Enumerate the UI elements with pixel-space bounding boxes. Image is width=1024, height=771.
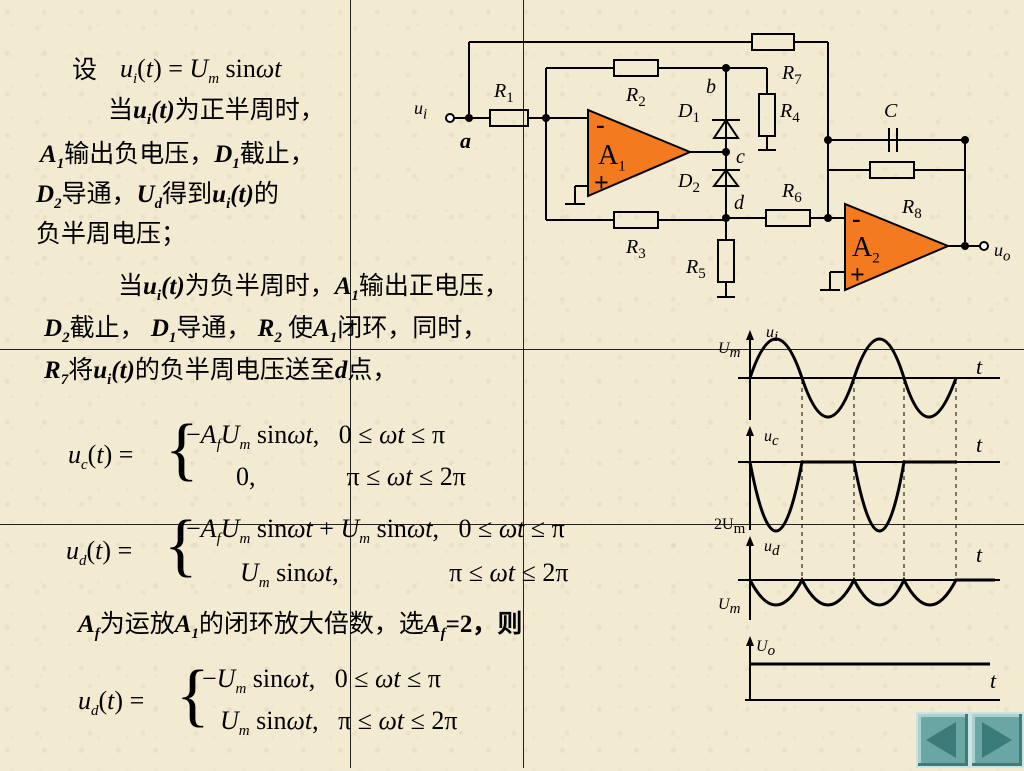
diode-d1 <box>712 118 740 139</box>
equation-uc-row1: −AfUm sinωt, 0 ≤ ωt ≤ π <box>186 420 446 454</box>
equation-ud2-brace: { <box>176 657 210 734</box>
label-ui: ui <box>414 98 428 123</box>
wave-label-uc: uc <box>764 428 779 450</box>
equation-ui: ui(t) = Um sinωt <box>120 54 282 88</box>
equation-uc-row2: 0, π ≤ ωt ≤ 2π <box>236 462 466 491</box>
label-node-c: c <box>736 146 745 168</box>
equation-ud2-row1: −Um sinωt, 0 ≤ ωt ≤ π <box>202 664 442 698</box>
equation-ud-row2: Um sinωt, π ≤ ωt ≤ 2π <box>240 558 569 592</box>
guide-vertical-2 <box>523 0 524 768</box>
label-uo: uo <box>994 240 1011 265</box>
label-node-b: b <box>706 76 716 98</box>
label-a2-plus: + <box>850 260 865 289</box>
label-capacitor-c: C <box>884 100 898 122</box>
guide-vertical-1 <box>350 0 351 768</box>
output-terminal <box>979 241 989 251</box>
equation-ud2-row2: Um sinωt, π ≤ ωt ≤ 2π <box>220 706 458 740</box>
label-r2: R2 <box>626 84 646 110</box>
equation-ud2-lhs: ud(t) = <box>78 686 145 720</box>
wave-label-t2: t <box>976 432 983 457</box>
text-line-3: A1输出负电压，D1截止， <box>40 141 315 172</box>
label-d2: D2 <box>678 170 700 196</box>
wave-label-um3: Um <box>718 596 741 618</box>
text-line-8: R7将ui(t)的负半周电压送至d点， <box>44 357 398 388</box>
wave-label-t1: t <box>976 354 983 379</box>
label-r4: R4 <box>780 100 800 126</box>
next-slide-button[interactable] <box>970 712 1024 768</box>
label-a1-minus: - <box>596 110 605 139</box>
label-node-a: a <box>460 128 471 153</box>
label-r7: R7 <box>782 62 802 88</box>
equation-ud-lhs: ud(t) = <box>66 536 133 570</box>
label-a1-plus: + <box>594 168 609 197</box>
text-line-5: 负半周电压； <box>36 221 187 248</box>
equation-ud-row1: −AfUm sinωt + Um sinωt, 0 ≤ ωt ≤ π <box>186 514 565 548</box>
left-arrow-icon <box>926 722 956 758</box>
waveform-ui <box>748 337 958 419</box>
wave-label-uo: Uo <box>756 638 776 660</box>
opamp-a1 <box>587 108 693 198</box>
label-r8: R8 <box>902 196 922 222</box>
label-d1: D1 <box>678 100 700 126</box>
wave-label-um1: Um <box>718 340 741 362</box>
guide-horizontal-1 <box>0 349 1024 350</box>
label-node-d: d <box>734 192 744 214</box>
waveform-uc <box>748 460 956 533</box>
wave-label-ui: ui <box>766 324 779 346</box>
opamp-a2 <box>844 202 951 292</box>
guide-horizontal-2 <box>0 524 1024 525</box>
equation-ud-brace: { <box>164 507 198 584</box>
label-r1: R1 <box>494 80 514 106</box>
wave-label-t4: t <box>990 668 997 693</box>
label-a2: A2 <box>852 232 880 267</box>
label-a2-minus: - <box>852 204 861 233</box>
label-a1: A1 <box>598 140 626 175</box>
intro-line: 设 <box>72 57 98 84</box>
text-line-6: 当ui(t)为负半周时，A1输出正电压， <box>118 273 509 304</box>
label-r3: R3 <box>626 236 646 262</box>
wave-label-ud: ud <box>764 538 780 560</box>
label-r6: R6 <box>782 180 802 206</box>
equation-uc-lhs: uc(t) = <box>68 440 134 474</box>
waveform-ud <box>748 576 995 607</box>
wave-label-t3: t <box>976 542 983 567</box>
equation-uc-brace: { <box>165 411 199 488</box>
wave-label-2um: 2Um <box>714 516 746 538</box>
right-arrow-icon <box>982 722 1012 758</box>
diode-d2 <box>712 168 740 187</box>
text-line-4: D2导通，Ud得到ui(t)的 <box>36 181 279 212</box>
text-line-9: Af为运放A1的闭环放大倍数，选Af=2，则 <box>78 611 523 642</box>
text-line-7: D2截止， D1导通， R2 使A1闭环，同时， <box>44 315 488 346</box>
prev-slide-button[interactable] <box>916 712 970 768</box>
label-r5: R5 <box>686 256 706 282</box>
text-line-2: 当ui(t)为正半周时， <box>108 97 325 128</box>
